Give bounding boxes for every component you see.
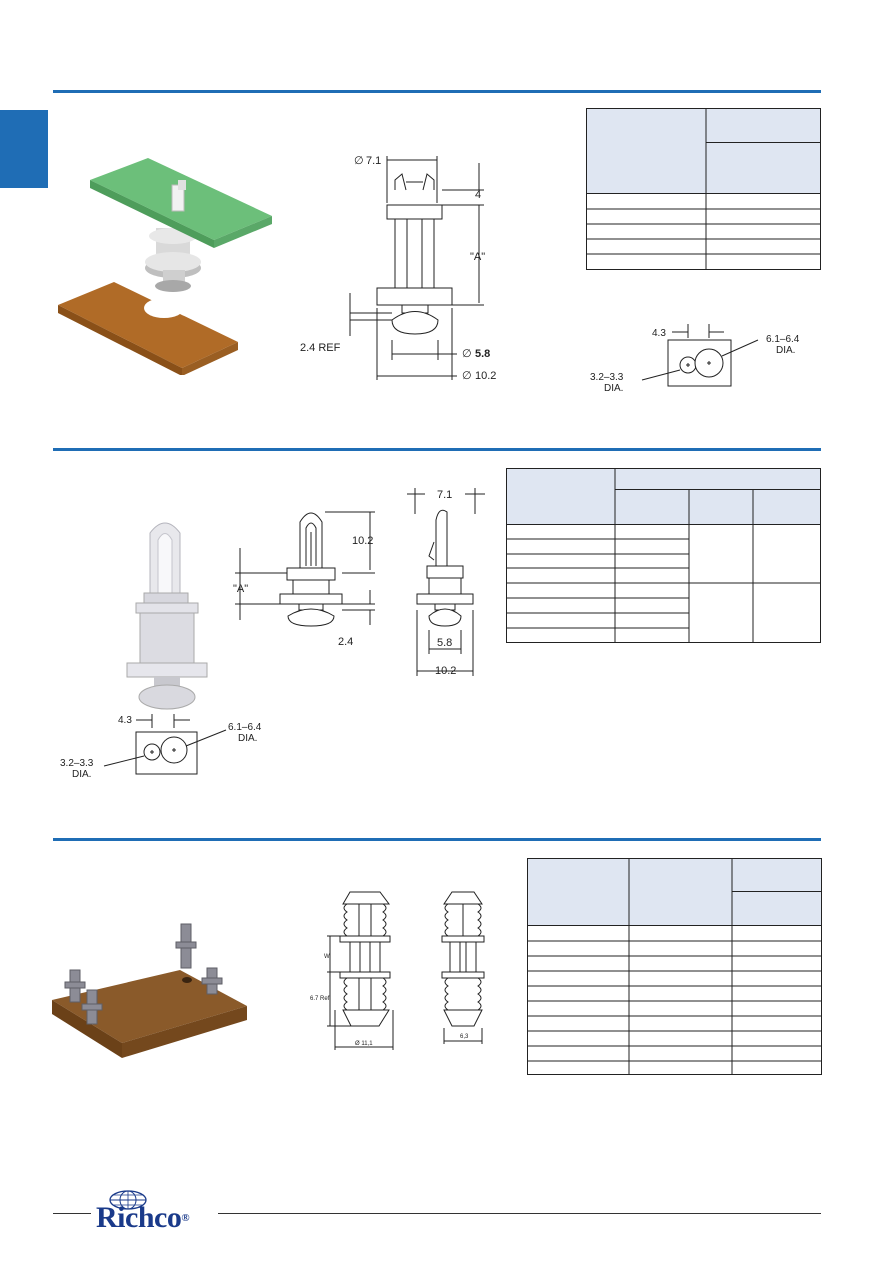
footer-line-left [53,1213,91,1214]
drawing-1: ∅ 7.1 4 "A" 2.4 REF ∅ 5.8 ∅ 10.2 [300,155,496,382]
dim2-7-1: 7.1 [437,489,452,501]
dim-2-4-ref: 2.4 REF [300,342,341,354]
hole2-big-dia-label: 6.1–6.4 [228,722,262,733]
hole2-dim-4-3: 4.3 [118,715,132,726]
hole-small-dia-unit: DIA. [604,383,623,394]
dim-7-1: 7.1 [366,155,381,167]
dim-4: 4 [475,189,481,201]
brand-logo: Richco® [96,1201,190,1234]
dim3-w: W [324,954,330,960]
keyhole-slot [144,298,184,318]
globe-icon [109,1190,147,1210]
hole2-small-dia-label: 3.2–3.3 [60,758,94,769]
product-image-3 [52,923,247,1058]
product-image-2 [126,522,208,710]
dim2-10-2: 10.2 [435,665,456,677]
hole2-big-dia-unit: DIA. [238,733,257,744]
footer-line-right [218,1213,821,1214]
hole-small-dia-label: 3.2–3.3 [590,372,624,383]
dim2-5-8: 5.8 [437,637,452,649]
svg-text:∅: ∅ [462,370,472,382]
drawing-3-side: 6,3 [441,891,485,1044]
hole-big-dia-label: 6.1–6.4 [766,334,800,345]
dim3-6-3: 6,3 [460,1034,469,1040]
dim-dia-7-1-symbol: ∅ [354,155,364,167]
section-tab-marker [0,110,48,188]
section-1-rule [53,90,821,93]
dim-a: "A" [470,251,485,263]
svg-text:∅: ∅ [462,348,472,360]
dim-5-8: 5.8 [475,348,490,360]
mounting-hole-2: 4.3 6.1–6.4 DIA. 3.2–3.3 DIA. [60,714,262,780]
dim3-11-1: Ø 11,1 [355,1041,373,1047]
drawing-2-front: 10.2 "A" 2.4 [233,511,375,648]
spec-table-3 [527,858,824,1078]
hole-big-dia-unit: DIA. [776,345,795,356]
dim-10-2: 10.2 [475,370,496,382]
spec-table-2 [506,468,823,646]
brown-board-top [58,282,238,368]
drawing-2-side: 7.1 5.8 10.2 [407,488,485,677]
registered-mark: ® [181,1212,190,1224]
brand-name: Richco [96,1201,182,1234]
dim2-2-4: 2.4 [338,636,353,648]
product-image-1 [58,158,272,375]
hole2-small-dia-unit: DIA. [72,769,91,780]
dim3-6-7-ref: 6.7 Ref. [310,996,331,1002]
dim2-a: "A" [233,583,248,595]
dim2-10-2-top: 10.2 [352,535,373,547]
section-2-rule [53,448,821,451]
spec-table-1 [586,108,822,272]
wood-board-top [52,970,247,1043]
section-3-rule [53,838,821,841]
hole-dim-4-3: 4.3 [652,328,666,339]
mounting-hole-1: 4.3 6.1–6.4 DIA. 3.2–3.3 DIA. [590,324,800,394]
drawing-3-front: W 6.7 Ref. Ø 11,1 [310,891,394,1050]
